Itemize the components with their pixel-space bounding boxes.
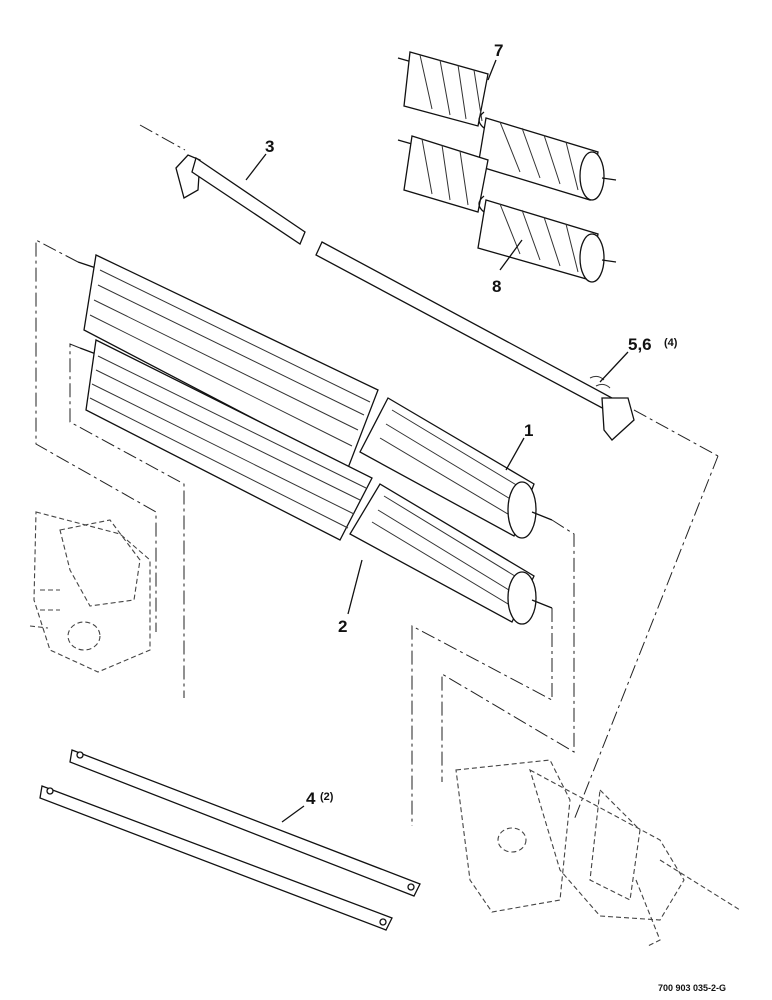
callout-4: 4 (306, 789, 316, 808)
leader-lines (245, 59, 629, 823)
callout-5-6-qty: (4) (664, 337, 678, 349)
callout-4-qty: (2) (320, 791, 334, 803)
callout-1: 1 (524, 421, 533, 440)
left-housing (29, 511, 151, 673)
bar (139, 124, 719, 457)
alignment-lines (35, 239, 719, 826)
callout-5-6: 5,6 (628, 335, 652, 354)
straps (39, 749, 421, 931)
drawing-number: 700 903 035-2-G (658, 983, 726, 993)
right-housing (455, 759, 741, 947)
roller-top-lower (397, 135, 617, 283)
fluted-roll-lower (79, 339, 553, 625)
roller-top-upper (397, 51, 617, 201)
callout-7: 7 (494, 41, 503, 60)
callout-3: 3 (265, 137, 274, 156)
callout-2: 2 (338, 617, 347, 636)
callout-8: 8 (492, 277, 501, 296)
